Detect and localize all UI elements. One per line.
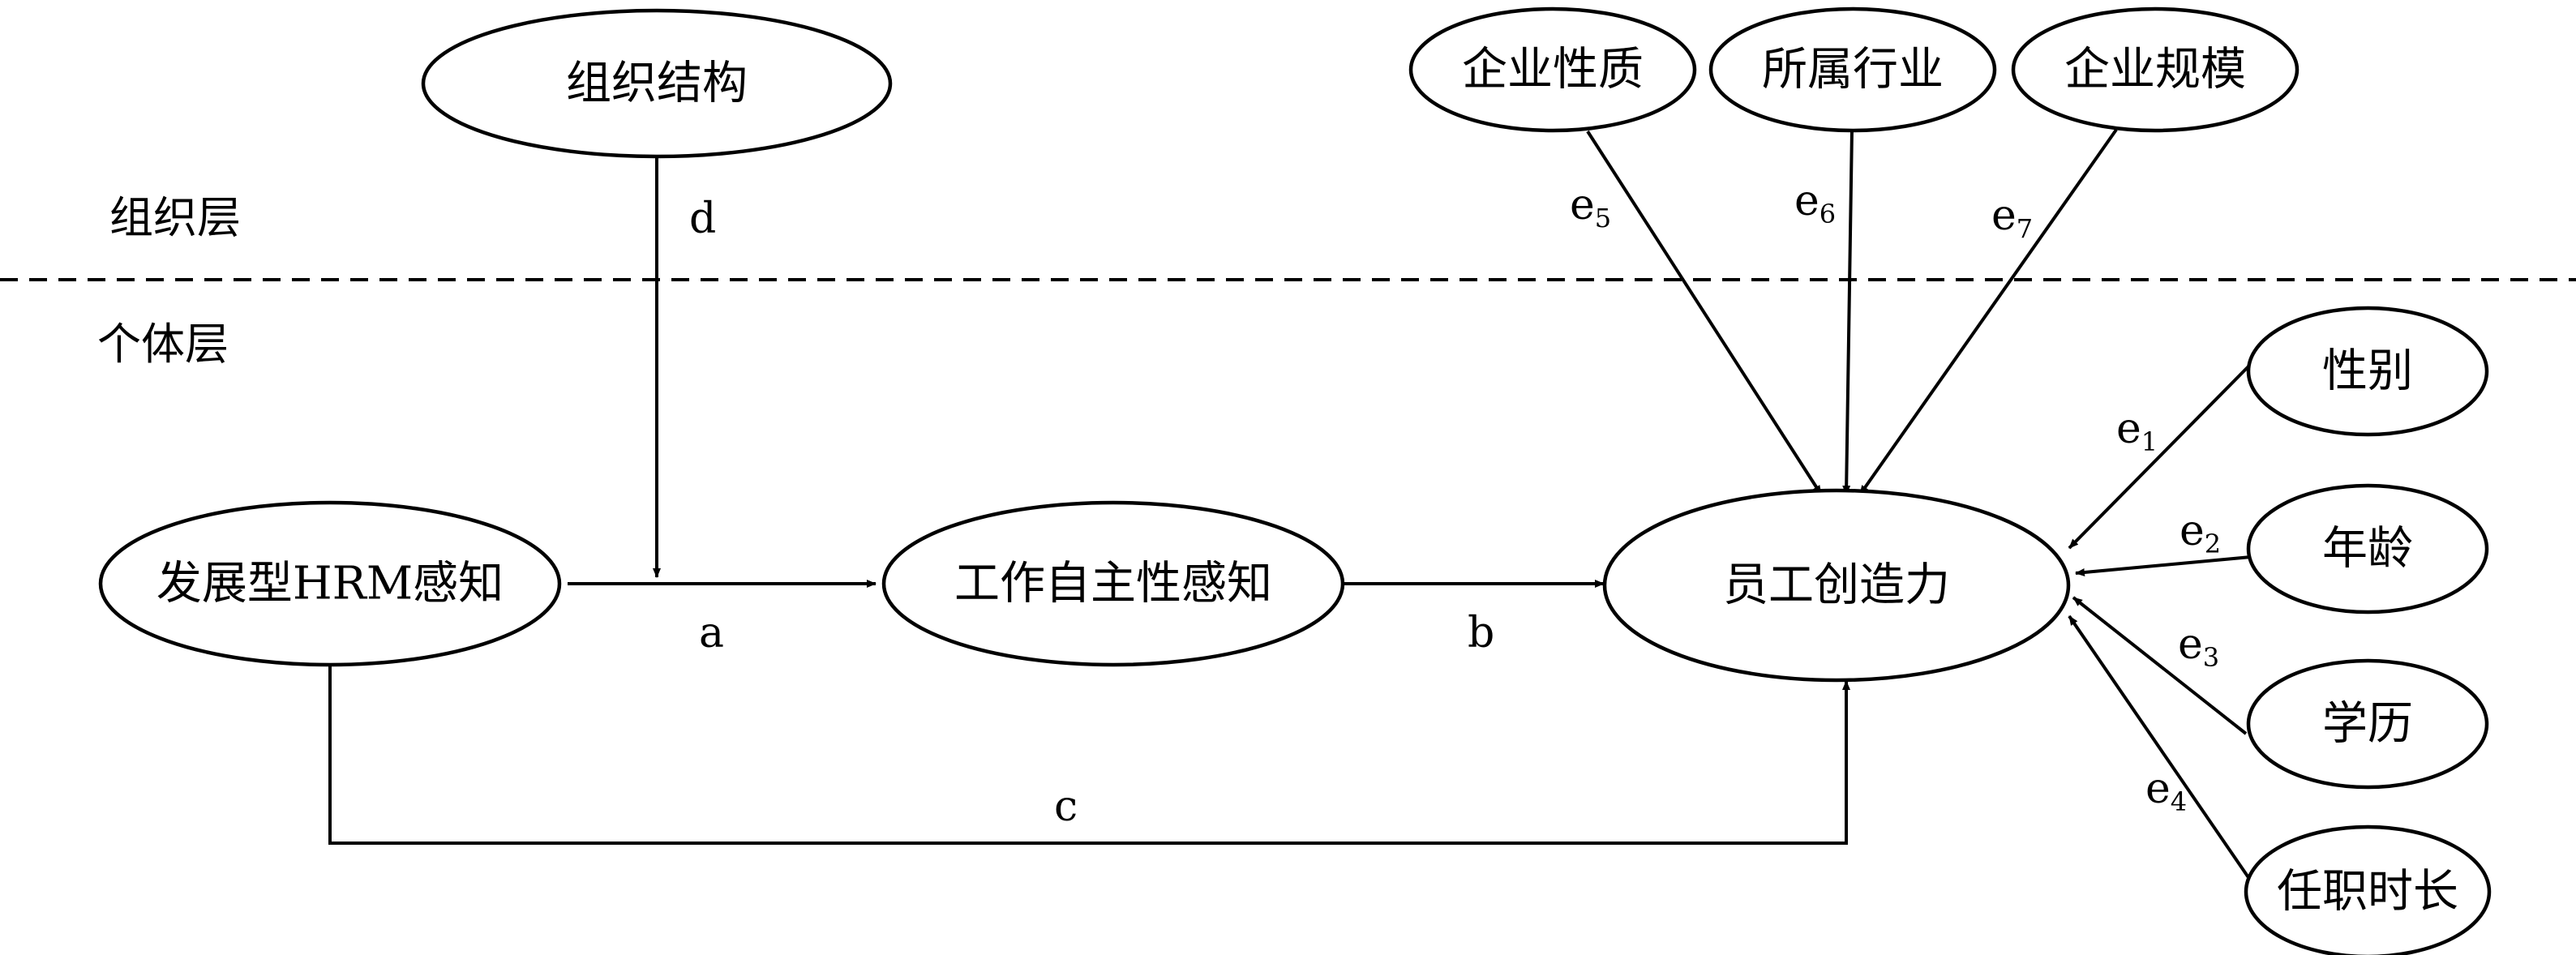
firm-nature-node: 企业性质	[1408, 6, 1697, 133]
age-node: 年龄	[2246, 483, 2489, 615]
dev-hrm-label: 发展型HRM感知	[156, 558, 504, 610]
age-label: 年龄	[2322, 523, 2413, 576]
education-label: 学历	[2322, 698, 2413, 751]
org-structure-node: 组织结构	[421, 8, 893, 159]
industry-arrow	[1842, 129, 1854, 495]
education-node: 学历	[2246, 658, 2489, 790]
gender-node: 性别	[2246, 306, 2489, 437]
gender-arrow	[2068, 363, 2252, 550]
work-autonomy-label: 工作自主性感知	[954, 558, 1272, 610]
firm-nature-label: 企业性质	[1462, 44, 1644, 96]
path-a-label: a	[699, 609, 724, 657]
work-autonomy-node: 工作自主性感知	[881, 500, 1345, 667]
error-term-e5: e5	[1570, 181, 1611, 233]
gender-label: 性别	[2322, 345, 2413, 398]
firm-size-node: 企业规模	[2011, 6, 2300, 133]
error-term-e1: e1	[2116, 405, 2158, 457]
firm-size-label: 企业规模	[2064, 44, 2246, 96]
creativity-node: 员工创造力	[1602, 488, 2071, 683]
dev-hrm-node: 发展型HRM感知	[98, 500, 562, 667]
error-term-e6: e6	[1794, 177, 1836, 229]
tenure-label: 任职时长	[2277, 866, 2458, 919]
tenure-arrow	[2068, 615, 2257, 889]
error-term-e7: e7	[1991, 191, 2033, 244]
org-structure-label: 组织结构	[566, 58, 748, 110]
creativity-label: 员工创造力	[1723, 559, 1950, 612]
path-c-label: c	[1054, 782, 1078, 831]
path-d-label: d	[689, 195, 716, 243]
path-b-label: b	[1468, 609, 1494, 657]
firm-size-arrow	[1858, 128, 2118, 496]
individual-level-label: 个体层	[97, 319, 229, 370]
error-term-e4: e4	[2145, 764, 2187, 817]
error-term-e2: e2	[2180, 507, 2221, 559]
firm-nature-arrow	[1586, 130, 1823, 496]
industry-label: 所属行业	[1762, 44, 1944, 96]
education-arrow	[2072, 596, 2248, 735]
age-arrow	[2075, 555, 2252, 576]
error-term-e3: e3	[2178, 620, 2219, 673]
path-c-arrow	[328, 665, 1850, 845]
industry-node: 所属行业	[1708, 6, 1997, 133]
tenure-node: 任职时长	[2244, 824, 2492, 955]
organization-level-label: 组织层	[109, 192, 241, 243]
